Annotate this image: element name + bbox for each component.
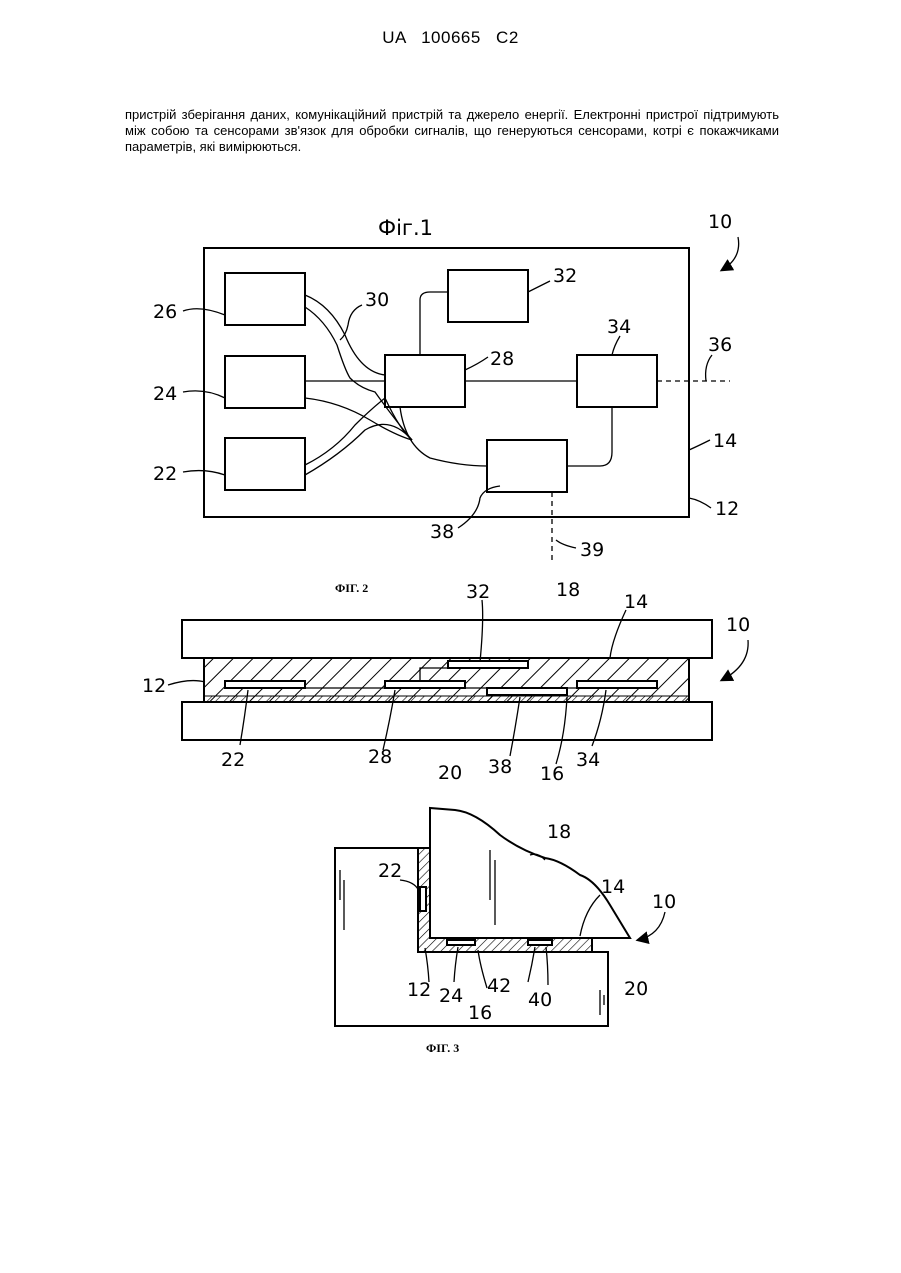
fig3-label-16: 16 [468, 1002, 492, 1024]
fig1-box-34 [577, 355, 657, 407]
fig3-label-14: 14 [601, 876, 625, 898]
fig3-label-40: 40 [528, 989, 552, 1011]
fig3-sensor-24 [447, 940, 475, 945]
fig3-label-10: 10 [652, 891, 676, 913]
fig1-sensor-22 [225, 438, 305, 490]
fig2-caption: ФІГ. 2 [335, 581, 368, 595]
fig1-label-24: 24 [153, 383, 177, 405]
fig2-label-22: 22 [221, 749, 245, 771]
fig2-plate-20 [182, 702, 712, 740]
fig3-label-20: 20 [624, 978, 648, 1000]
fig3-sensor-22 [420, 887, 426, 911]
fig3-sensor-40 [528, 940, 552, 945]
figure-1: Фіг.1 10 26 [153, 211, 739, 561]
fig3-label-22: 22 [378, 860, 402, 882]
fig3-label-42: 42 [487, 975, 511, 997]
fig2-box-34 [577, 681, 657, 688]
fig2-label-34: 34 [576, 749, 600, 771]
fig3-label-24: 24 [439, 985, 463, 1007]
fig2-label-20: 20 [438, 762, 462, 784]
figure-3: ФІГ. 3 18 22 14 10 12 24 42 40 20 16 [335, 808, 676, 1055]
fig2-label-32: 32 [466, 581, 490, 603]
fig2-label-16: 16 [540, 763, 564, 785]
fig2-box-38 [487, 688, 567, 695]
fig1-sensor-24 [225, 356, 305, 408]
figure-2: ФІГ. 2 32 18 14 10 12 22 28 20 38 16 34 [142, 579, 750, 785]
fig3-layer [418, 848, 592, 952]
fig1-label-38: 38 [430, 521, 454, 543]
fig1-label-32: 32 [553, 265, 577, 287]
fig1-label-10: 10 [708, 211, 732, 233]
fig3-caption: ФІГ. 3 [426, 1041, 459, 1055]
fig3-label-18: 18 [547, 821, 571, 843]
fig1-sensor-26 [225, 273, 305, 325]
fig1-label-12: 12 [715, 498, 739, 520]
fig1-label-26: 26 [153, 301, 177, 323]
fig2-plate-18 [182, 620, 712, 658]
fig1-label-14: 14 [713, 430, 737, 452]
fig1-label-39: 39 [580, 539, 604, 561]
fig2-box-32 [448, 661, 528, 668]
fig2-label-28: 28 [368, 746, 392, 768]
fig2-box-28 [385, 681, 465, 688]
fig1-title: Фіг.1 [378, 216, 433, 240]
fig3-block-18 [430, 808, 630, 938]
fig1-label-30: 30 [365, 289, 389, 311]
fig1-box-32 [448, 270, 528, 322]
fig1-label-34: 34 [607, 316, 631, 338]
fig2-label-12: 12 [142, 675, 166, 697]
fig2-label-14: 14 [624, 591, 648, 613]
fig1-box-28 [385, 355, 465, 407]
fig2-label-18: 18 [556, 579, 580, 601]
fig2-label-10: 10 [726, 614, 750, 636]
fig1-label-22: 22 [153, 463, 177, 485]
fig2-label-38: 38 [488, 756, 512, 778]
fig2-sensor-22 [225, 681, 305, 688]
fig1-label-36: 36 [708, 334, 732, 356]
fig3-label-12: 12 [407, 979, 431, 1001]
fig1-label-28: 28 [490, 348, 514, 370]
fig1-box-38 [487, 440, 567, 492]
